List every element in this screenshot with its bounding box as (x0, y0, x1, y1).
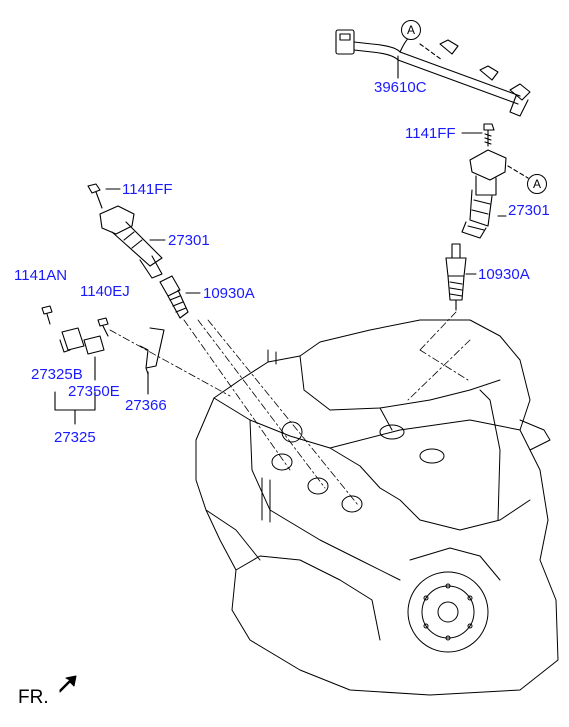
bolt-sensor (41, 305, 53, 325)
sensor-sub-part (83, 335, 105, 355)
label-bolt-bracket: 1140EJ (80, 283, 130, 300)
sensor-body (59, 327, 85, 353)
label-sensor-assy: 27325 (54, 429, 96, 446)
label-coil-right: 27301 (508, 202, 550, 219)
bolt-right (483, 123, 495, 147)
ignition-coil-right (461, 149, 507, 239)
label-bolt-right: 1141FF (405, 125, 456, 142)
ignition-coil-left (99, 205, 163, 279)
label-plug-left: 10930A (203, 285, 255, 302)
label-wiring-harness: 39610C (374, 79, 427, 96)
label-bolt-sensor: 1141AN (14, 267, 68, 284)
bolt-left (87, 183, 103, 209)
spark-plug-right (445, 243, 467, 311)
wiring-harness (335, 29, 531, 117)
label-coil-left: 27301 (168, 232, 210, 249)
callout-a-top: A (401, 20, 421, 40)
spark-plug-left (159, 275, 189, 319)
front-arrow-icon (59, 675, 77, 693)
label-bracket: 27366 (125, 397, 167, 414)
sensor-bracket (139, 327, 165, 375)
label-sensor-sub: 27350E (68, 383, 120, 400)
engine-block (195, 319, 559, 696)
label-sensor: 27325B (31, 366, 83, 383)
guide-lines (109, 311, 471, 506)
front-marker: FR. (18, 687, 49, 708)
bolt-bracket (97, 317, 109, 337)
label-bolt-left: 1141FF (122, 181, 173, 198)
callout-a-right: A (527, 174, 547, 194)
label-plug-right: 10930A (478, 266, 530, 283)
